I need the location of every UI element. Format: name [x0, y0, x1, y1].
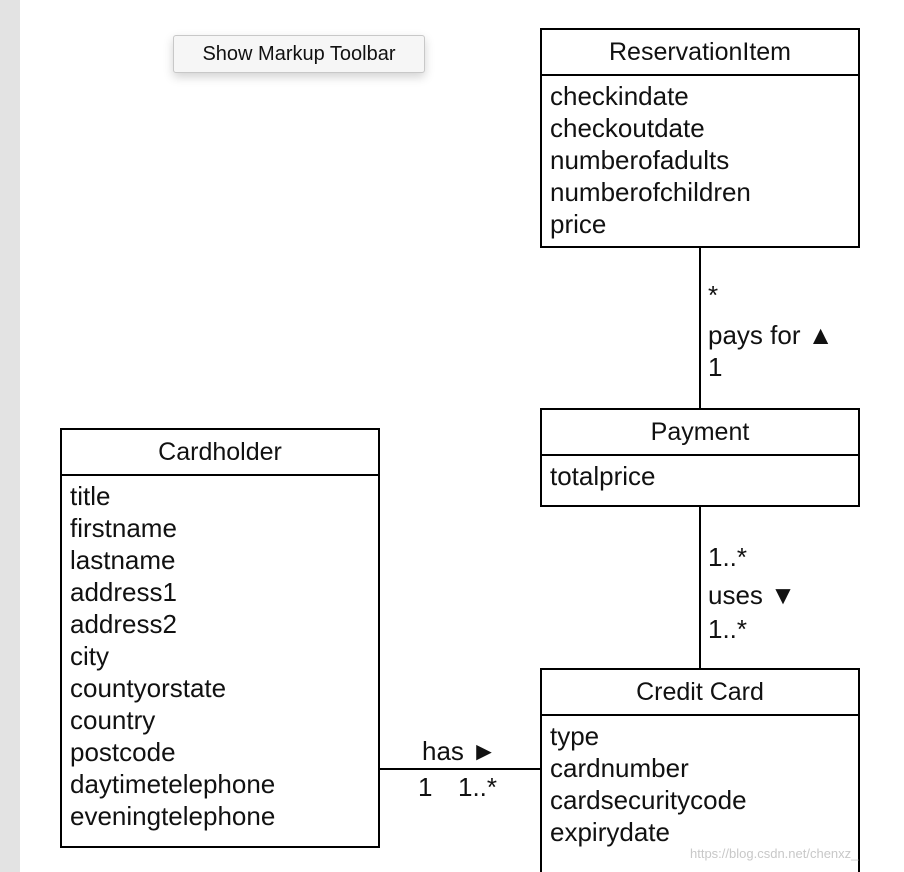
attribute: lastname — [70, 545, 176, 575]
uses-bottom-multiplicity: 1..* — [708, 614, 748, 644]
attribute: checkindate — [550, 81, 689, 111]
attribute: firstname — [70, 513, 177, 543]
has-left-multiplicity: 1 — [418, 772, 433, 802]
attribute-list: checkindate checkoutdate numberofadults … — [542, 76, 858, 240]
pays-for-top-multiplicity: * — [708, 280, 719, 310]
attribute: address1 — [70, 577, 177, 607]
attribute: city — [70, 641, 109, 671]
attribute: address2 — [70, 609, 177, 639]
attribute-list: title firstname lastname address1 addres… — [62, 476, 378, 832]
watermark: https://blog.csdn.net/chenxz_ — [690, 846, 859, 861]
attribute: numberofchildren — [550, 177, 751, 207]
left-gutter — [0, 0, 20, 872]
has-association-name: has ► — [422, 736, 497, 766]
attribute: eveningtelephone — [70, 801, 276, 831]
attribute: expirydate — [550, 817, 670, 847]
attribute: numberofadults — [550, 145, 730, 175]
class-name: Credit Card — [542, 670, 858, 716]
pays-for-bottom-multiplicity: 1 — [708, 352, 723, 382]
class-cardholder[interactable]: Cardholder title firstname lastname addr… — [60, 428, 380, 848]
pays-for-association-line — [699, 246, 701, 410]
attribute: cardsecuritycode — [550, 785, 747, 815]
attribute: country — [70, 705, 156, 735]
uses-association-line — [699, 505, 701, 670]
uses-top-multiplicity: 1..* — [708, 542, 748, 572]
attribute: cardnumber — [550, 753, 689, 783]
attribute: totalprice — [550, 461, 656, 491]
attribute: daytimetelephone — [70, 769, 276, 799]
attribute-list: type cardnumber cardsecuritycode expiryd… — [542, 716, 858, 848]
class-name: ReservationItem — [542, 30, 858, 76]
class-name: Cardholder — [62, 430, 378, 476]
attribute: title — [70, 481, 111, 511]
has-association-line — [378, 768, 542, 770]
class-payment[interactable]: Payment totalprice — [540, 408, 860, 507]
attribute-list: totalprice — [542, 456, 858, 492]
has-right-multiplicity: 1..* — [458, 772, 498, 802]
attribute: countyorstate — [70, 673, 227, 703]
attribute: type — [550, 721, 600, 751]
attribute: postcode — [70, 737, 176, 767]
class-reservation-item[interactable]: ReservationItem checkindate checkoutdate… — [540, 28, 860, 248]
show-markup-toolbar-button[interactable]: Show Markup Toolbar — [173, 35, 425, 73]
attribute: price — [550, 209, 607, 239]
uses-association-name: uses ▼ — [708, 580, 796, 610]
attribute: checkoutdate — [550, 113, 705, 143]
class-name: Payment — [542, 410, 858, 456]
pays-for-association-name: pays for ▲ — [708, 320, 834, 350]
class-credit-card[interactable]: Credit Card type cardnumber cardsecurity… — [540, 668, 860, 872]
